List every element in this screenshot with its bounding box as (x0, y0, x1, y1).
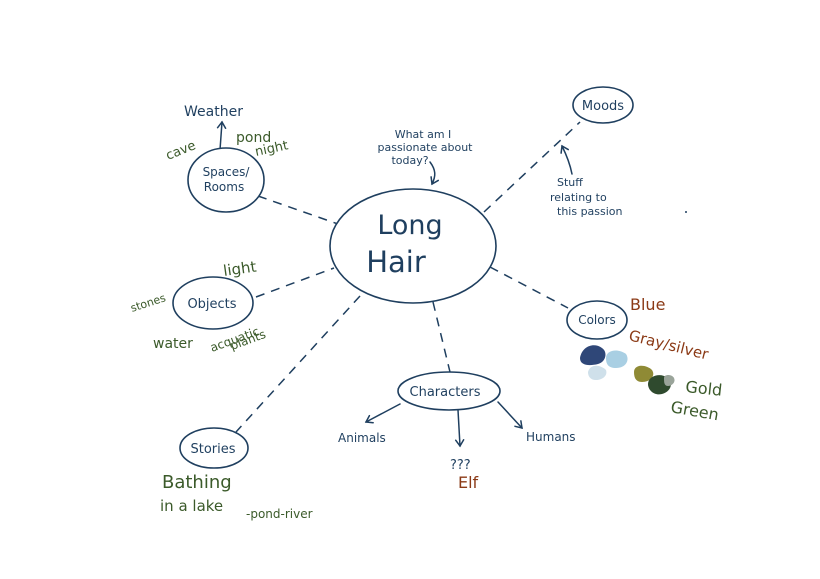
color-swatches (580, 345, 675, 395)
moods-label: Moods (582, 99, 624, 114)
characters-humans: Humans (526, 430, 576, 444)
colors-blue: Blue (630, 295, 665, 314)
prompt-line1: What am I (395, 128, 452, 141)
spaces-node (187, 147, 265, 213)
arrow-to-elf (454, 409, 465, 448)
stray-dot (685, 211, 687, 213)
prompt-line2: passionate about (378, 141, 474, 154)
characters-label: Characters (410, 385, 481, 400)
moods-node (572, 86, 634, 124)
objects-stones: stones (129, 291, 168, 315)
connector-moods (483, 121, 581, 213)
objects-label: Objects (187, 297, 236, 312)
connector-spaces (257, 195, 339, 225)
characters-unknown: ??? (450, 458, 471, 473)
nodes (172, 86, 634, 469)
objects-node (172, 276, 254, 330)
stories-label: Stories (190, 442, 235, 457)
spaces-pond: pond (236, 130, 271, 146)
arrow-prompt-to-center (429, 161, 440, 186)
spaces-weather: Weather (184, 104, 243, 120)
colors-label: Colors (578, 313, 616, 327)
colors-gold: Gold (685, 377, 724, 400)
arrow-to-weather (216, 120, 227, 151)
arrow-to-animals (364, 403, 401, 424)
colors-green: Green (669, 397, 720, 424)
connector-stories (235, 295, 361, 433)
connector-characters (432, 301, 451, 373)
swatch-gold (634, 365, 654, 382)
connector-objects (255, 267, 335, 298)
stories-line1: Bathing (162, 472, 232, 493)
moods-note-line3: this passion (557, 205, 623, 218)
center-title-line1: Long (377, 210, 442, 241)
stories-line2b: -pond-river (246, 507, 313, 521)
colors-gray-silver: Gray/silver (627, 326, 711, 363)
arrow-to-humans (497, 401, 523, 429)
swatch-navy (580, 345, 606, 366)
objects-water: water (153, 336, 193, 352)
connectors (235, 121, 581, 433)
swatch-gray-green (664, 375, 675, 386)
spaces-cave: cave (164, 138, 198, 163)
arrows (216, 120, 573, 448)
swatch-light-blue (606, 350, 628, 368)
prompt-line3: today? (391, 154, 428, 167)
arrow-note-to-moods (560, 144, 573, 175)
moods-note-line1: Stuff (557, 176, 583, 189)
spaces-night: night (254, 138, 290, 160)
spaces-label-line2: Rooms (204, 180, 244, 194)
center-node (329, 188, 497, 304)
connector-colors (489, 266, 569, 309)
characters-animals: Animals (338, 431, 386, 445)
stories-line2a: in a lake (160, 497, 223, 515)
stories-node (179, 427, 249, 469)
characters-elf: Elf (458, 473, 479, 492)
swatch-pale-blue (588, 365, 607, 380)
characters-node (397, 371, 501, 411)
moods-note-line2: relating to (550, 191, 607, 204)
spaces-label-line1: Spaces/ (203, 165, 251, 179)
objects-light: light (222, 257, 258, 279)
colors-node (566, 300, 628, 340)
center-title-line2: Hair (366, 245, 426, 279)
